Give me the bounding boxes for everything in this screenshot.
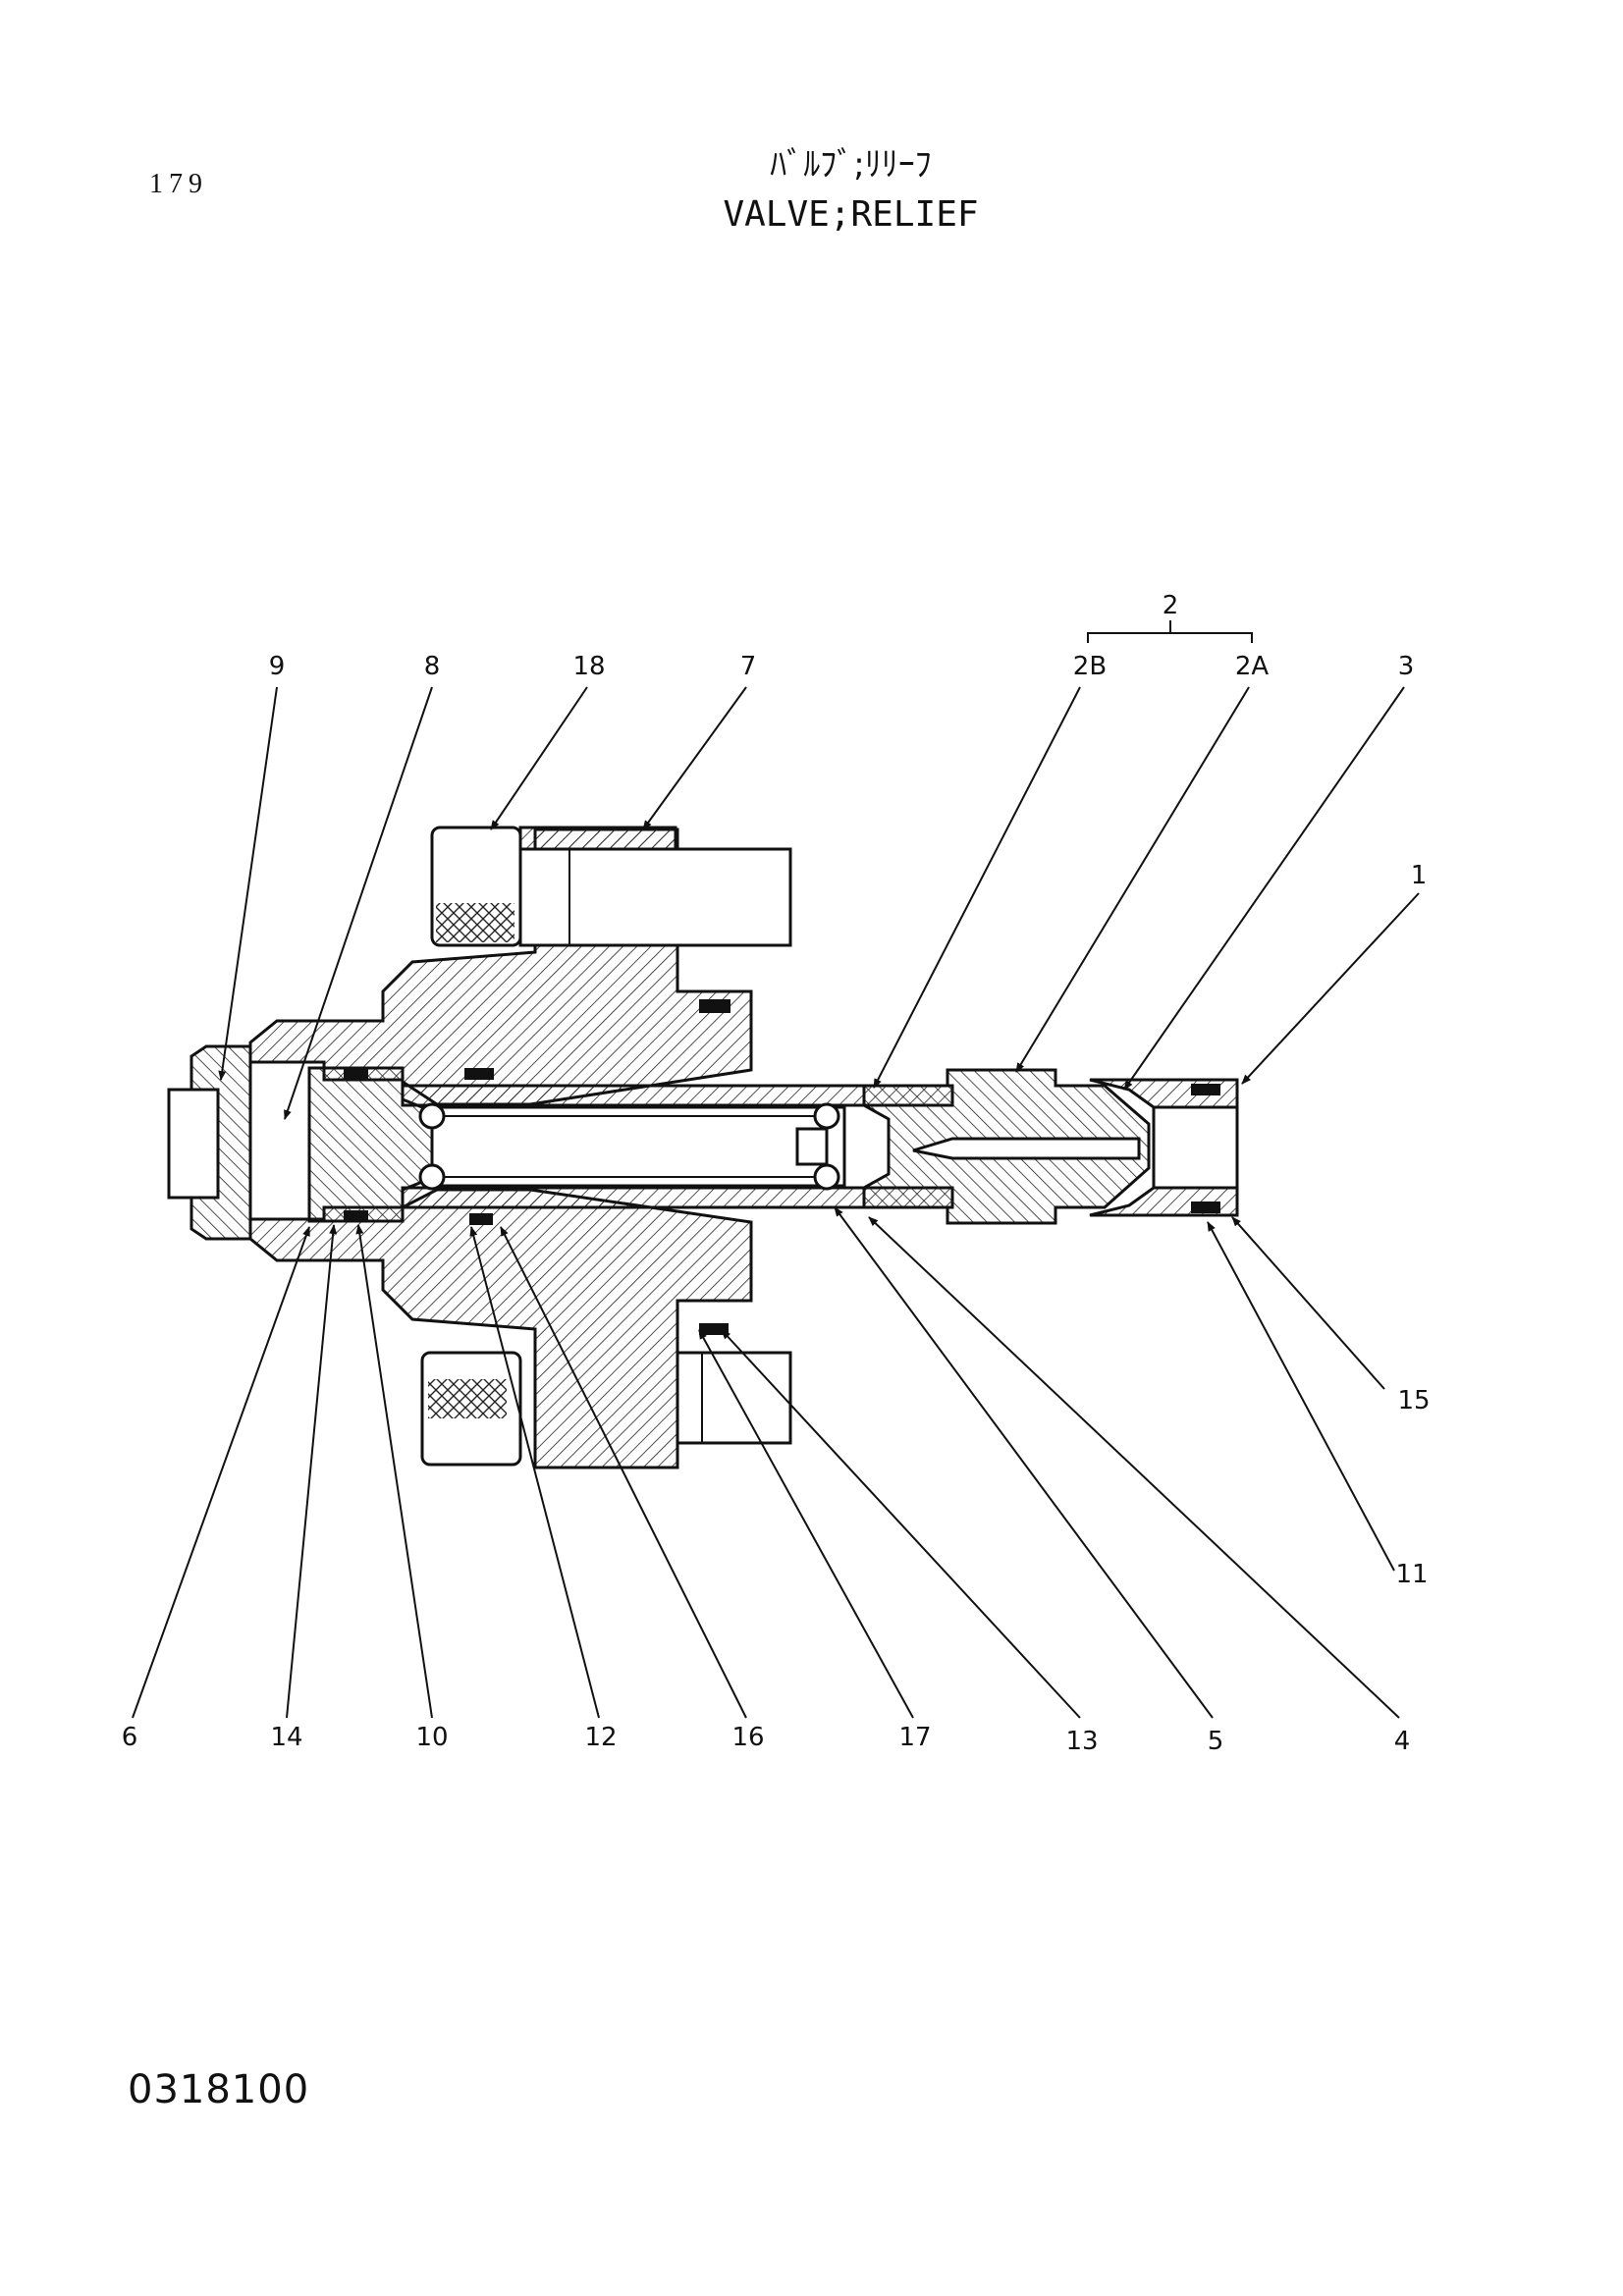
callout-1: 1 — [1411, 861, 1428, 890]
callout-labels: 2 9 8 18 7 2B 2A 3 1 15 11 6 14 10 12 16… — [122, 591, 1431, 1756]
drawing-code: 0318100 — [128, 2067, 310, 2112]
callout-8: 8 — [424, 652, 441, 681]
callout-16: 16 — [731, 1723, 764, 1752]
title-japanese: ﾊﾞﾙﾌﾞ;ﾘﾘｰﾌ — [770, 145, 932, 185]
valve-housing — [167, 828, 1239, 1469]
callout-11: 11 — [1395, 1560, 1428, 1589]
callout-10: 10 — [415, 1723, 448, 1752]
group-label-2: 2 — [1163, 591, 1179, 620]
title-english: VALVE;RELIEF — [723, 194, 979, 235]
callout-9: 9 — [269, 652, 286, 681]
callout-5: 5 — [1208, 1727, 1224, 1756]
callout-13: 13 — [1065, 1727, 1098, 1756]
callout-2b: 2B — [1073, 652, 1107, 681]
callout-14: 14 — [270, 1723, 302, 1752]
leader-lines — [132, 620, 1420, 1719]
callout-4: 4 — [1394, 1727, 1411, 1756]
callout-6: 6 — [122, 1723, 138, 1752]
page-number: 179 — [149, 169, 208, 199]
callout-2a: 2A — [1235, 652, 1270, 681]
callout-17: 17 — [898, 1723, 931, 1752]
callout-12: 12 — [584, 1723, 617, 1752]
callout-7: 7 — [740, 652, 757, 681]
callout-18: 18 — [572, 652, 605, 681]
callout-15: 15 — [1397, 1386, 1430, 1415]
callout-3: 3 — [1398, 652, 1415, 681]
lock-nut — [420, 826, 792, 1467]
